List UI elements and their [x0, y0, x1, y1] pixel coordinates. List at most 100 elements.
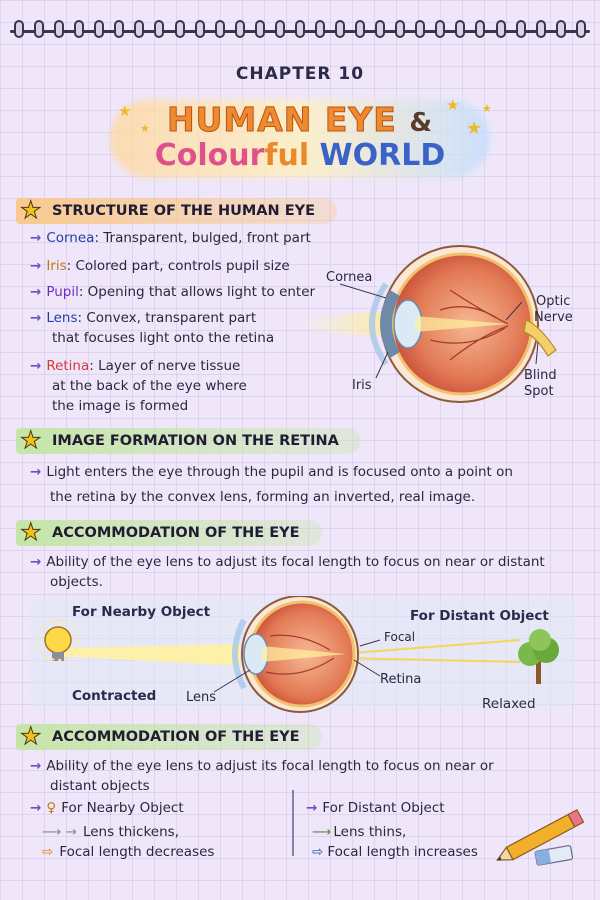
iris-shape — [380, 290, 400, 358]
far-lens-thins: Lens thins, — [333, 824, 407, 840]
label-lens: Lens — [186, 690, 217, 705]
title-colour: Colour — [154, 138, 265, 173]
title-world: WORLD — [319, 138, 446, 173]
leader-line — [375, 351, 389, 379]
ring — [495, 20, 506, 38]
label-iris: Iris — [352, 378, 372, 393]
eraser-sleeve — [535, 849, 551, 866]
title-ful: ful — [264, 138, 320, 173]
far-title: For Distant Object — [322, 800, 445, 816]
label-optic: Optic — [536, 294, 571, 309]
label-retina: Retina — [380, 672, 422, 687]
text-line: Light enters the eye through the pupil a… — [46, 464, 513, 480]
ring — [194, 20, 205, 38]
ring — [34, 20, 45, 38]
ring — [475, 20, 486, 38]
label-relaxed: Relaxed — [482, 696, 536, 712]
near-point-1: ⟶ →Lens thickens, — [42, 822, 179, 842]
near-light-beam — [60, 644, 240, 666]
definition: : Colored part, controls pupil size — [66, 258, 290, 274]
term: Lens — [46, 310, 78, 326]
far-light-ray — [339, 657, 521, 663]
arrow-right-icon: → — [30, 258, 42, 274]
arrow-right-icon: → — [30, 284, 42, 300]
definition: : Layer of nerve tissue — [89, 358, 241, 374]
blood-vessels — [265, 634, 335, 675]
ring — [274, 20, 285, 38]
star-icon: ★ — [482, 102, 492, 115]
ring — [435, 20, 446, 38]
pencil-icon — [496, 808, 585, 866]
ring — [375, 20, 386, 38]
ring — [174, 20, 185, 38]
ring — [234, 20, 245, 38]
title-human-eye: HUMAN EYE — [166, 100, 397, 140]
arrow-right-icon: ⇨ — [42, 844, 54, 860]
leader-line — [505, 301, 523, 321]
far-light-ray — [339, 639, 521, 655]
text-line: objects. — [50, 574, 103, 590]
arrow-right-icon: → — [30, 310, 42, 326]
bulb-glow — [37, 619, 79, 661]
near-object-heading: →♀For Nearby Object — [30, 798, 184, 818]
text-line: the retina by the convex lens, forming a… — [50, 489, 476, 505]
pencil-eraser — [567, 808, 585, 828]
title-line-1: HUMAN EYE & — [110, 100, 490, 140]
ring — [515, 20, 526, 38]
definition: : Opening that allows light to enter — [78, 284, 316, 300]
eye-cross-section-diagram — [300, 245, 557, 403]
accommodation-diagram — [30, 596, 575, 713]
label-cornea: Cornea — [326, 270, 373, 285]
optic-nerve-shape — [523, 319, 557, 357]
spiral-binding — [0, 0, 600, 46]
leader-line — [353, 659, 381, 677]
ring — [254, 20, 265, 38]
bulb-base — [52, 652, 64, 661]
title-ampersand: & — [409, 108, 434, 138]
list-item-cornea: →Cornea: Transparent, bulged, front part — [30, 228, 311, 248]
label-focal: Focal — [384, 630, 416, 644]
arrow-right-icon: → — [30, 230, 42, 246]
binding-rings — [14, 20, 586, 42]
far-point-2: ⇨Focal length increases — [312, 842, 478, 862]
near-focal-decreases: Focal length decreases — [59, 844, 215, 860]
tree-trunk — [536, 660, 541, 684]
star-icon: ★ — [446, 96, 460, 114]
arrow-right-icon: → — [30, 358, 42, 374]
star-icon: ★ — [20, 426, 42, 455]
arrow-right-icon: → — [30, 758, 42, 774]
arrow-right-icon: ⇨ — [312, 844, 324, 860]
term: Retina — [46, 358, 90, 374]
text-line: Ability of the eye lens to adjust its fo… — [46, 758, 494, 774]
page-title: HUMAN EYE & Colourful WORLD ★ ★ ★ ★ ★ — [110, 94, 492, 184]
paragraph-accommodation-2: →Ability of the eye lens to adjust its f… — [30, 756, 494, 796]
focused-light — [415, 316, 508, 332]
ring — [74, 20, 85, 38]
ring — [294, 20, 305, 38]
definition-continued: the image is formed — [52, 398, 189, 414]
ring — [134, 20, 145, 38]
arrow-right-icon: → — [30, 464, 42, 480]
far-point-1: ⟶Lens thins, — [312, 822, 406, 842]
ring — [14, 20, 24, 38]
section-heading-text: STRUCTURE OF THE HUMAN EYE — [52, 203, 316, 219]
pencil-tip — [496, 846, 514, 861]
leader-line — [359, 639, 381, 647]
star-icon: ★ — [140, 122, 150, 135]
list-item-pupil: →Pupil: Opening that allows light to ent… — [30, 282, 315, 302]
paragraph-image-formation: →Light enters the eye through the pupil … — [30, 462, 513, 512]
arrow-right-icon: ⟶ → — [42, 824, 77, 840]
section-heading-text: ACCOMMODATION OF THE EYE — [52, 525, 300, 541]
term: Pupil — [46, 284, 79, 300]
ring — [455, 20, 466, 38]
title-highlight — [110, 100, 490, 178]
arrow-right-icon: ⟶ — [312, 824, 332, 840]
section-heading-image-formation: ★ IMAGE FORMATION ON THE RETINA — [16, 426, 361, 455]
near-title: For Nearby Object — [61, 800, 184, 816]
star-icon: ★ — [118, 102, 132, 120]
star-icon: ★ — [20, 518, 42, 547]
text-line: Ability of the eye lens to adjust its fo… — [46, 554, 545, 570]
